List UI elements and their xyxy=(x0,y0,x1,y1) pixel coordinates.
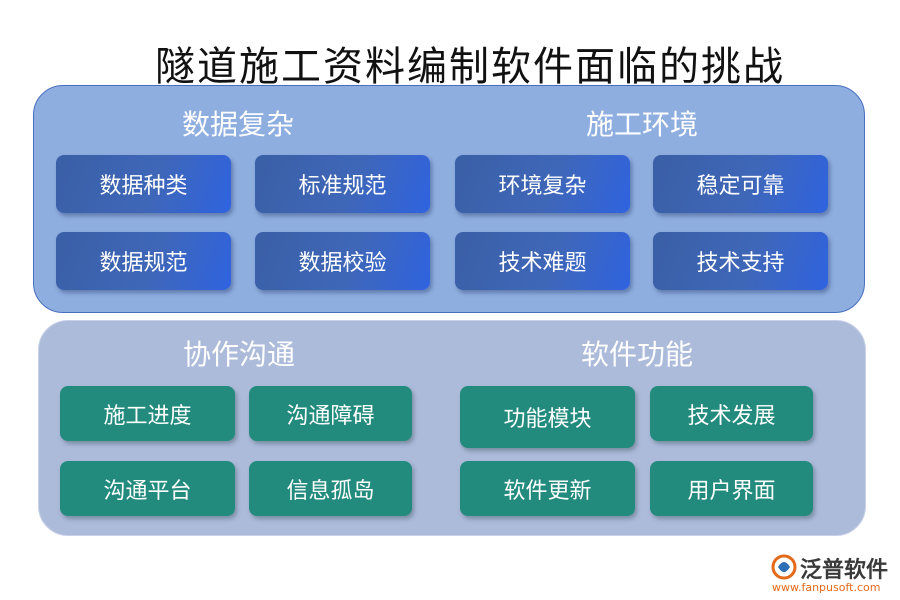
chip-technical-support: 技术支持 xyxy=(653,232,828,290)
heading-collaboration: 协作沟通 xyxy=(183,338,296,371)
chip-stability: 稳定可靠 xyxy=(653,155,828,213)
fanpu-logo-icon xyxy=(771,554,797,580)
chip-data-norms: 数据规范 xyxy=(56,232,231,290)
chip-information-silos: 信息孤岛 xyxy=(249,461,412,516)
chip-communication-platform: 沟通平台 xyxy=(60,461,235,516)
chip-software-updates: 软件更新 xyxy=(460,461,635,516)
page-title: 隧道施工资料编制软件面临的挑战 xyxy=(155,44,785,90)
heading-construction-environment: 施工环境 xyxy=(586,108,699,141)
chip-technology-development: 技术发展 xyxy=(650,386,813,441)
heading-data-complexity: 数据复杂 xyxy=(182,108,295,141)
chip-user-interface: 用户界面 xyxy=(650,461,813,516)
chip-data-validation: 数据校验 xyxy=(255,232,430,290)
chip-construction-progress: 施工进度 xyxy=(60,386,235,441)
chip-complex-environment: 环境复杂 xyxy=(455,155,630,213)
chip-communication-barriers: 沟通障碍 xyxy=(249,386,412,441)
brand-logo: 泛普软件 www.fanpusoft.com xyxy=(770,551,895,596)
chip-data-types: 数据种类 xyxy=(56,155,231,213)
brand-url: www.fanpusoft.com xyxy=(772,581,881,594)
chip-standards: 标准规范 xyxy=(255,155,430,213)
chip-technical-difficulty: 技术难题 xyxy=(455,232,630,290)
heading-software-functions: 软件功能 xyxy=(581,338,694,371)
brand-name: 泛普软件 xyxy=(800,558,889,583)
chip-function-modules: 功能模块 xyxy=(460,386,635,448)
